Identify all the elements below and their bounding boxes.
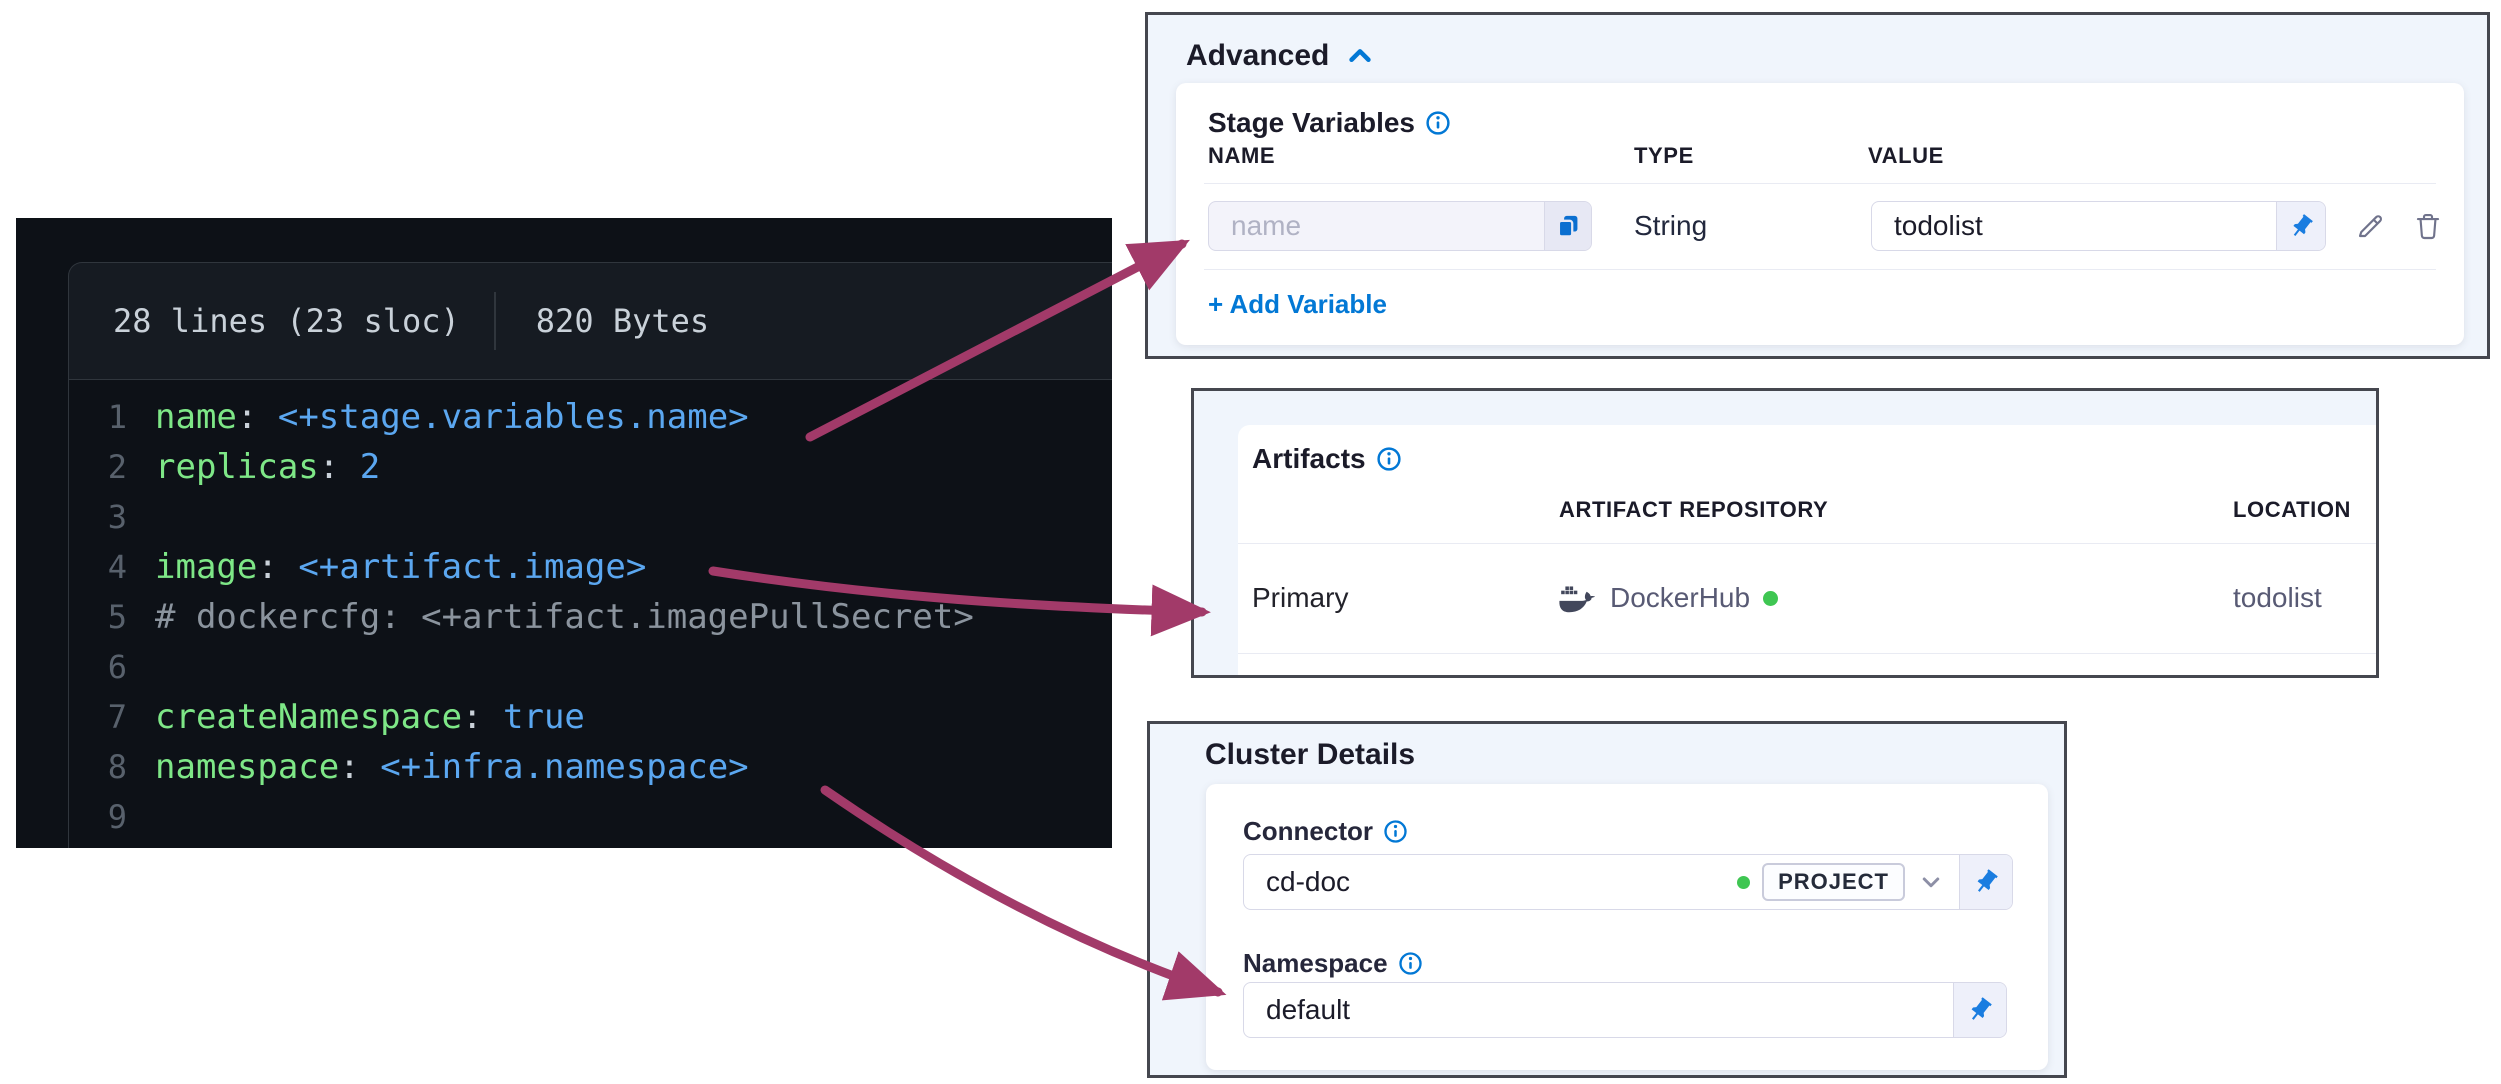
namespace-input-wrap	[1243, 982, 2007, 1038]
artifacts-card: Artifacts ARTIFACT REPOSITORY LOCATION P…	[1238, 425, 2376, 675]
line-number: 9	[107, 798, 127, 836]
divider	[1238, 653, 2376, 654]
cluster-details-title: Cluster Details	[1205, 738, 1416, 771]
variable-value-input-wrap	[1871, 201, 2326, 251]
status-dot	[1763, 590, 1779, 606]
info-icon[interactable]	[1383, 819, 1408, 844]
code-file-header: 28 lines (23 sloc) 820 Bytes	[68, 262, 1112, 380]
code-size-info: 820 Bytes	[535, 302, 710, 340]
info-icon[interactable]	[1376, 446, 1402, 472]
column-header-value: VALUE	[1868, 143, 1944, 168]
scope-badge: PROJECT	[1762, 863, 1905, 901]
namespace-input[interactable]	[1244, 983, 1953, 1037]
cluster-details-card: Connector PROJECT Names	[1206, 784, 2048, 1070]
code-line: 1 name: <+stage.variables.name>	[69, 392, 1112, 442]
column-header-name: NAME	[1208, 143, 1276, 168]
variable-type-value: String	[1634, 210, 1708, 241]
info-icon[interactable]	[1425, 110, 1451, 136]
artifacts-title: Artifacts	[1252, 443, 1366, 474]
docker-whale-icon	[1559, 583, 1597, 613]
copy-icon[interactable]	[1544, 202, 1591, 250]
cluster-details-panel: Cluster Details Connector PROJECT	[1147, 721, 2067, 1078]
code-line: 4 image: <+artifact.image>	[69, 542, 1112, 592]
code-line: 9	[69, 792, 1112, 842]
code-line: 8 namespace: <+infra.namespace>	[69, 742, 1112, 792]
divider	[1204, 183, 2436, 184]
code-line: 3	[69, 492, 1112, 542]
line-number: 6	[107, 648, 127, 686]
chevron-down-icon[interactable]	[1919, 870, 1943, 894]
variable-name-input-wrap	[1208, 201, 1592, 251]
connector-label: Connector	[1243, 816, 1373, 846]
connector-input-wrap: PROJECT	[1243, 854, 2013, 910]
line-number: 2	[107, 448, 127, 486]
artifact-row[interactable]: Primary DockerHub todolist	[1238, 543, 2376, 653]
line-number: 4	[107, 548, 127, 586]
pin-icon[interactable]	[1953, 983, 2006, 1037]
code-viewer-panel: 28 lines (23 sloc) 820 Bytes 1 name: <+s…	[16, 218, 1112, 848]
artifact-row-label: Primary	[1252, 582, 1349, 613]
line-number: 5	[107, 598, 127, 636]
artifact-location-value: todolist	[2233, 582, 2322, 613]
artifacts-panel: Artifacts ARTIFACT REPOSITORY LOCATION P…	[1191, 388, 2379, 678]
advanced-section-header[interactable]: Advanced	[1186, 39, 1375, 73]
variable-value-input[interactable]	[1872, 202, 2276, 250]
delete-variable-button[interactable]	[2406, 204, 2450, 248]
namespace-label: Namespace	[1243, 948, 1388, 978]
code-line: 7 createNamespace: true	[69, 692, 1112, 742]
info-icon[interactable]	[1398, 951, 1423, 976]
status-dot	[1737, 875, 1751, 889]
code-line: 6	[69, 642, 1112, 692]
connector-input[interactable]	[1244, 855, 1738, 909]
line-number: 1	[107, 398, 127, 436]
edit-variable-button[interactable]	[2348, 204, 2392, 248]
advanced-panel: Advanced Stage Variables NAME TYPE VALUE	[1145, 12, 2490, 359]
line-number: 3	[107, 498, 127, 536]
divider	[1238, 543, 2376, 544]
pin-icon[interactable]	[1959, 855, 2012, 909]
chevron-up-icon[interactable]	[1345, 41, 1375, 71]
variable-name-input[interactable]	[1209, 202, 1544, 250]
code-lines-info: 28 lines (23 sloc)	[113, 302, 460, 340]
column-header-type: TYPE	[1634, 143, 1694, 168]
code-body: 1 name: <+stage.variables.name> 2 replic…	[68, 380, 1112, 848]
code-line: 5 # dockercfg: <+artifact.imagePullSecre…	[69, 592, 1112, 642]
column-header-location: LOCATION	[2233, 497, 2352, 522]
add-variable-link[interactable]: + Add Variable	[1208, 289, 1387, 319]
code-line: 2 replicas: 2	[69, 442, 1112, 492]
pin-icon[interactable]	[2276, 202, 2325, 250]
column-header-artifact-repository: ARTIFACT REPOSITORY	[1559, 497, 1829, 522]
stage-variables-card: Stage Variables NAME TYPE VALUE String	[1176, 83, 2464, 345]
artifact-repository-value: DockerHub	[1610, 582, 1751, 613]
header-divider	[493, 292, 496, 350]
line-number: 7	[107, 698, 127, 736]
stage-variables-title: Stage Variables	[1208, 107, 1416, 138]
line-number: 8	[107, 748, 127, 786]
divider	[1204, 269, 2436, 270]
advanced-title: Advanced	[1186, 39, 1330, 72]
